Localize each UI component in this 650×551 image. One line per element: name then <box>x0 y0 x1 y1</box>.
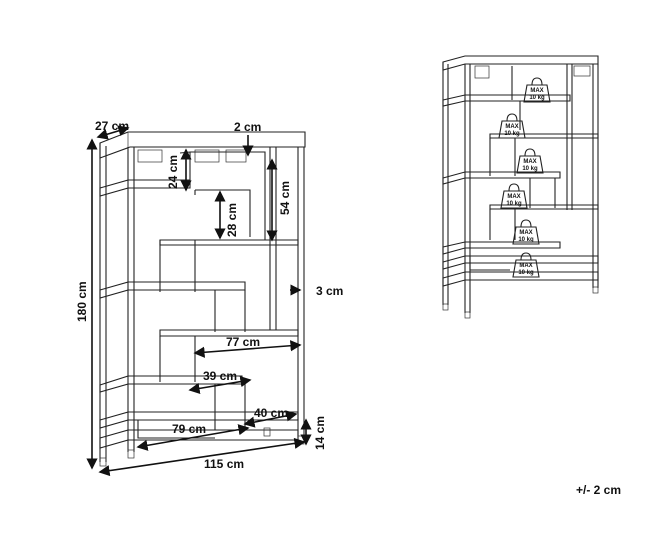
svg-text:MAX: MAX <box>519 263 532 269</box>
dimension-labels: 27 cm 2 cm 24 cm 28 cm 54 cm 3 cm 180 cm… <box>75 119 343 471</box>
svg-text:MAX: MAX <box>505 124 518 130</box>
weight-icon: MAX 10 kg <box>512 252 540 278</box>
shelf-39-label: 39 cm <box>203 369 237 383</box>
shelf-79-label: 79 cm <box>172 422 206 436</box>
weight-icon: MAX 10 kg <box>500 183 528 209</box>
top-gap-label: 2 cm <box>234 120 261 134</box>
leg-height-label: 14 cm <box>313 416 327 450</box>
side-gap-label: 3 cm <box>316 284 343 298</box>
svg-text:10 kg: 10 kg <box>522 166 538 172</box>
svg-text:10 kg: 10 kg <box>518 237 534 243</box>
shelf-40-label: 40 cm <box>254 406 288 420</box>
svg-text:MAX: MAX <box>507 194 520 200</box>
depth-label: 27 cm <box>95 119 129 133</box>
height-label: 180 cm <box>75 281 89 322</box>
tolerance-label: +/- 2 cm <box>576 483 621 497</box>
upper-cubby-label: 24 cm <box>166 155 180 189</box>
right-shelf-drawing <box>442 55 599 319</box>
svg-text:MAX: MAX <box>519 230 532 236</box>
svg-text:10 kg: 10 kg <box>504 131 520 137</box>
dimension-arrows <box>86 125 312 477</box>
svg-text:10 kg: 10 kg <box>529 95 545 101</box>
svg-text:10 kg: 10 kg <box>506 201 522 207</box>
mid-cubby-label: 28 cm <box>225 203 239 237</box>
weight-icon: MAX 10 kg <box>512 219 540 245</box>
width-label: 115 cm <box>204 457 244 471</box>
svg-text:MAX: MAX <box>523 159 536 165</box>
weight-icons: MAX 10 kg MAX 10 kg MAX 10 kg MAX 10 kg … <box>498 77 551 278</box>
shelf-77-label: 77 cm <box>226 335 260 349</box>
tall-section-label: 54 cm <box>278 181 292 215</box>
weight-icon: MAX 10 kg <box>516 148 544 174</box>
weight-icon: MAX 10 kg <box>523 77 551 103</box>
weight-icon: MAX 10 kg <box>498 113 526 139</box>
svg-text:10 kg: 10 kg <box>518 270 534 276</box>
svg-text:MAX: MAX <box>530 88 543 94</box>
